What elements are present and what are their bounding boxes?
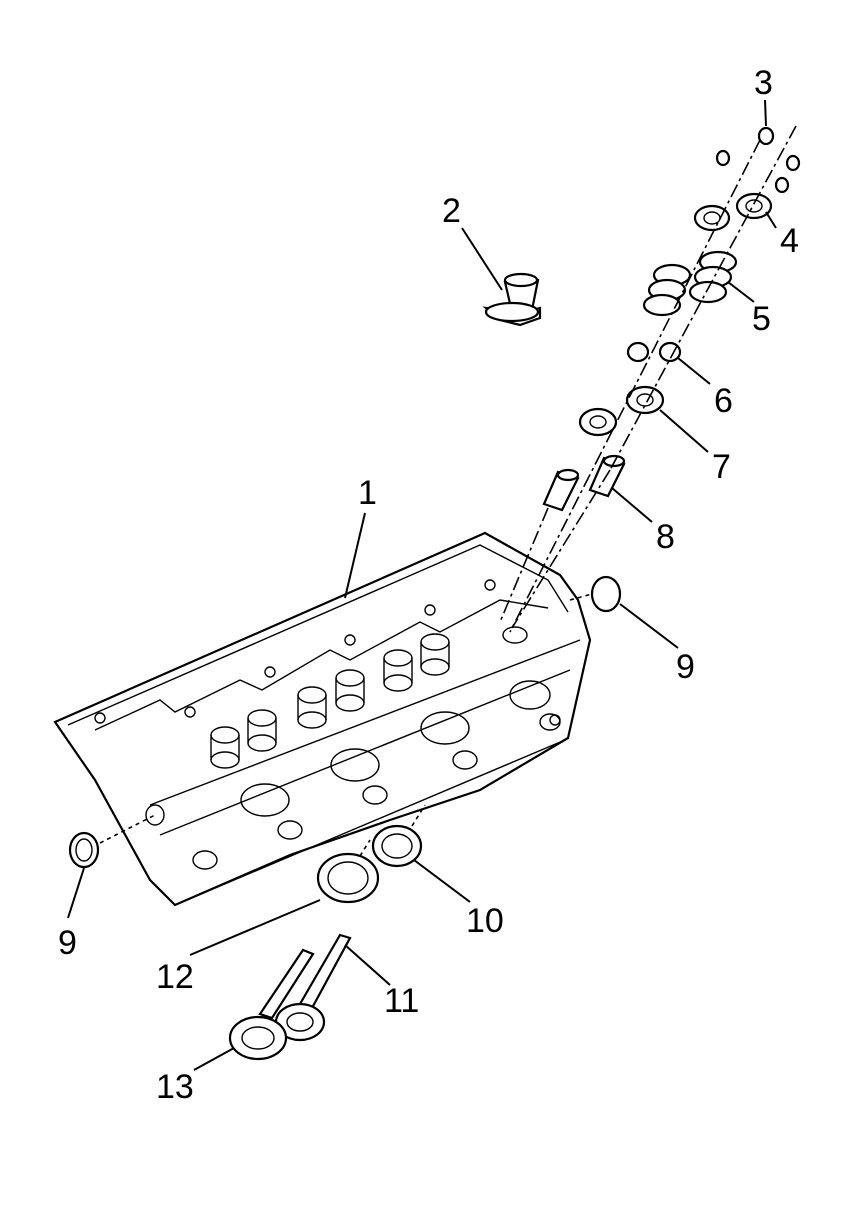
- callout-4: 4: [780, 222, 799, 260]
- callout-1: 1: [358, 474, 377, 512]
- callout-2: 2: [442, 192, 461, 230]
- callout-12: 12: [156, 958, 194, 996]
- alignment-lines: [99, 125, 797, 857]
- cylinder-head: [53, 531, 592, 907]
- callout-labels: 1 2 3 4 5 6 7 8 9 9 10 11 12 13: [58, 64, 799, 1106]
- callout-9-right: 9: [676, 648, 695, 686]
- callout-9-left: 9: [58, 924, 77, 962]
- valves: [228, 933, 352, 1061]
- callout-5: 5: [752, 300, 771, 338]
- valve-springs: [642, 250, 738, 317]
- callout-7: 7: [712, 448, 731, 486]
- valve-keys: [715, 126, 801, 194]
- callout-6: 6: [714, 382, 733, 420]
- spring-retainers: [693, 192, 773, 232]
- callout-13: 13: [156, 1068, 194, 1106]
- spark-plug-tube: [482, 272, 542, 327]
- valve-stem-seals: [626, 341, 682, 363]
- callout-3: 3: [754, 64, 773, 102]
- expansion-plugs: [68, 575, 622, 869]
- leader-lines: [67, 99, 777, 1071]
- valve-guides: [542, 454, 626, 512]
- callout-8: 8: [656, 518, 675, 556]
- callout-10: 10: [466, 902, 504, 940]
- callout-11: 11: [384, 982, 419, 1020]
- valve-seats: [316, 824, 423, 904]
